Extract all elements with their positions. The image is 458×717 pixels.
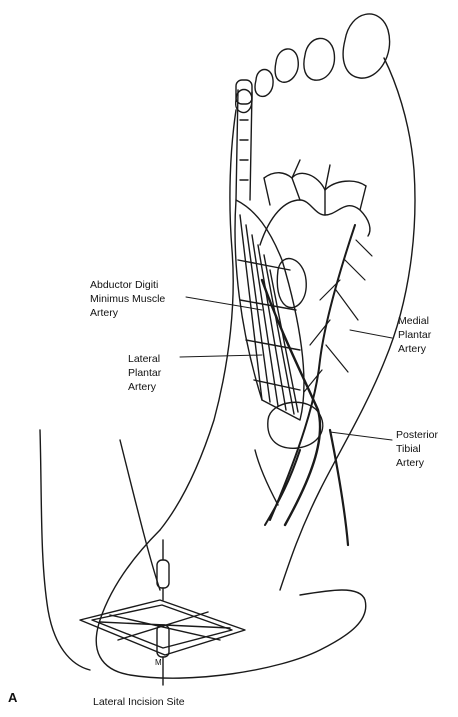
svg-text:M: M <box>155 658 162 667</box>
abductor-muscle <box>235 200 304 420</box>
posterior-tibial-vessel <box>330 430 348 545</box>
label-posterior-tibial-artery: Posterior Tibial Artery <box>396 428 438 470</box>
label-medial-plantar-artery: Medial Plantar Artery <box>398 314 431 356</box>
label-abductor-digiti-minimus: Abductor Digiti Minimus Muscle Artery <box>90 278 165 320</box>
label-lateral-incision-site: Lateral Incision Site <box>93 695 185 709</box>
toes <box>236 14 390 113</box>
sole-outline <box>160 58 415 590</box>
panel-letter: A <box>8 690 17 705</box>
label-lateral-plantar-artery: Lateral Plantar Artery <box>128 352 161 394</box>
tendon-strip <box>236 80 252 200</box>
